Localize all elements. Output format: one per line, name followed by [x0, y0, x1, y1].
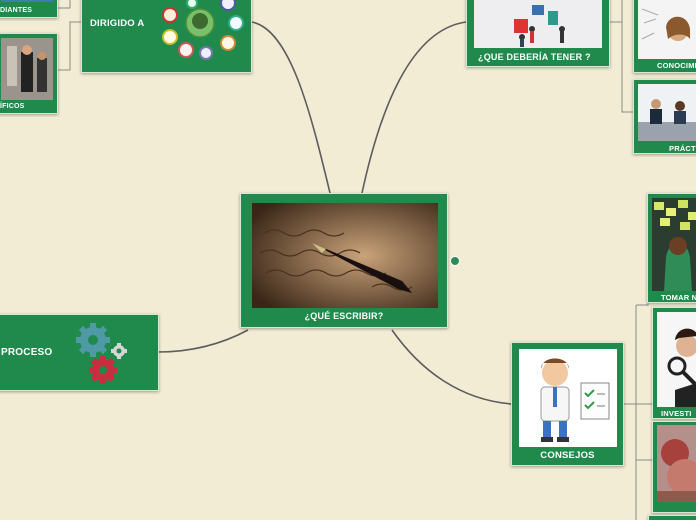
estudiantes-label: DIANTES: [0, 7, 33, 14]
investigar-image: [657, 312, 696, 407]
globe-icon[interactable]: [450, 256, 460, 266]
link-investigar: [624, 305, 637, 405]
conocimiento-image: [638, 0, 696, 59]
link-proceso: [157, 329, 249, 353]
conocimiento-label: CONOCIMI: [657, 61, 696, 70]
cientificos-label: ÍFICOS: [0, 103, 25, 110]
node-extra-image[interactable]: [652, 421, 696, 513]
central-label: ¿QUÉ ESCRIBIR?: [304, 311, 384, 321]
extra-image: [657, 425, 696, 502]
estudiantes-image: [1, 0, 53, 2]
link-deberia: [361, 21, 467, 194]
people-cluster-icon: [162, 0, 244, 60]
node-tomar-notas[interactable]: TOMAR N: [647, 193, 696, 303]
consejos-image: [519, 349, 617, 447]
node-practica[interactable]: PRÁCTI: [633, 79, 696, 154]
investigar-label: INVESTI: [661, 409, 692, 418]
node-que-deberia-tener[interactable]: ¿QUE DEBERÍA TENER ?: [466, 0, 610, 67]
node-que-escribir[interactable]: ¿QUÉ ESCRIBIR?: [240, 193, 448, 328]
node-dirigido-a[interactable]: DIRIGIDO A: [81, 0, 252, 73]
node-partial-bottom[interactable]: [648, 515, 696, 520]
node-investigar[interactable]: INVESTI: [652, 307, 696, 419]
deberia-image: [474, 0, 602, 48]
practica-label: PRÁCTI: [669, 144, 696, 153]
node-proceso[interactable]: PROCESO: [0, 314, 159, 391]
link-practica: [610, 21, 634, 113]
link-cientificos: [58, 21, 82, 71]
link-consejos: [391, 329, 513, 405]
consejos-label: CONSEJOS: [540, 450, 595, 461]
dirigido-label: DIRIGIDO A: [90, 18, 145, 29]
link-conocimiento: [610, 0, 623, 23]
node-consejos[interactable]: CONSEJOS: [511, 342, 624, 466]
link-dirigido: [251, 21, 331, 194]
link-estudiantes: [58, 0, 71, 9]
node-estudiantes[interactable]: DIANTES: [0, 0, 58, 18]
central-image: [252, 203, 438, 308]
deberia-label: ¿QUE DEBERÍA TENER ?: [478, 52, 591, 62]
tomar-image: [652, 198, 696, 291]
proceso-label: PROCESO: [1, 347, 53, 358]
node-cientificos[interactable]: ÍFICOS: [0, 33, 58, 114]
cientificos-image: [1, 38, 53, 100]
practica-image: [638, 84, 696, 141]
node-conocimiento[interactable]: CONOCIMI: [633, 0, 696, 73]
gears-icon: [76, 323, 127, 384]
tomar-label: TOMAR N: [661, 293, 696, 302]
